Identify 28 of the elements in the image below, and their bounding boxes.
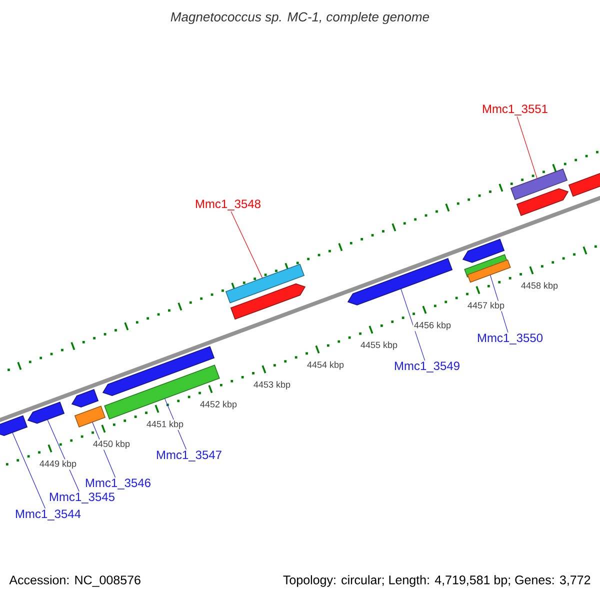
scale-label: 4457 kbp [466,300,506,312]
scale-label: 4455 kbp [359,340,399,351]
scale-label: 4452 kbp [198,400,238,410]
footer-text: Topology: circular; Length: 4,719,581 bp; Genes: 3,772 [283,575,590,587]
scale-label: 4453 kbp [252,380,292,390]
gene-label: Mmc1_3549 [394,362,460,372]
gene-block [0,415,28,436]
scale-label: 4456 kbp [412,320,452,332]
scale-label: 4454 kbp [306,360,346,371]
leader-line [516,116,538,179]
gene-label: Mmc1_3544 [16,510,81,520]
scale-label: 4449 kbp [38,459,78,470]
gene-label: Mmc1_3550 [478,334,543,344]
gene-label: Mmc1_3546 [86,478,150,490]
leader-line [400,288,426,361]
gene-label: Mmc1_3551 [482,104,548,116]
footer-text: Accession: NC_008576 [9,575,140,587]
scale-label: 4450 kbp [92,439,132,450]
scale-label: 4458 kbp [520,281,560,292]
gene-label: Mmc1_3545 [50,492,114,504]
gene-label: Mmc1_3547 [156,450,222,462]
gene-label: Mmc1_3548 [196,200,260,210]
title: Magnetococcus sp. MC-1, complete genome [170,12,430,24]
scale-label: 4451 kbp [145,420,185,430]
gene-block [104,364,220,420]
gene-block [467,259,511,283]
leader-line [230,211,263,278]
leader-line [12,432,46,509]
